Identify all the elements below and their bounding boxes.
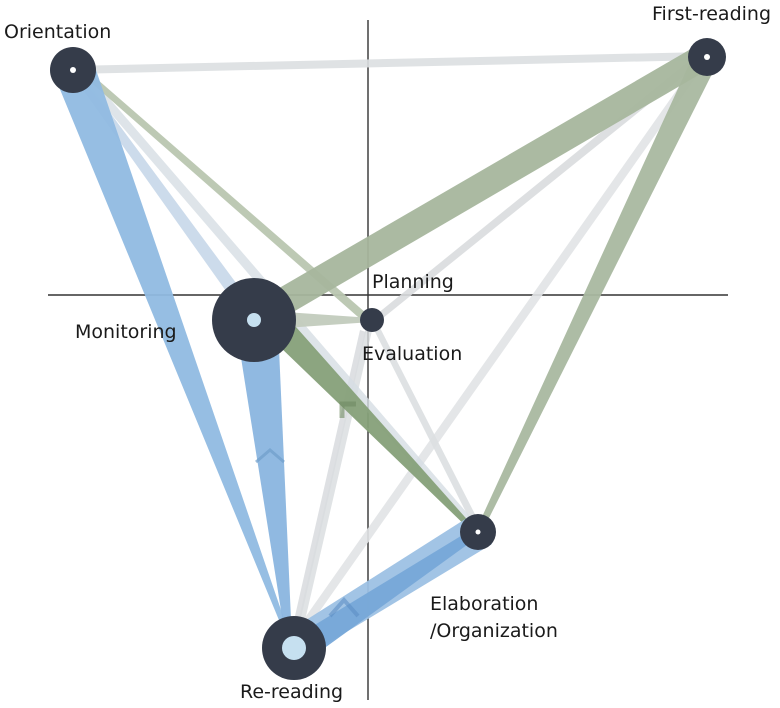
- label-rereading: Re-reading: [240, 681, 343, 703]
- edge-first-reading-monitoring: [262, 46, 714, 322]
- label-orientation: Orientation: [4, 21, 111, 43]
- label-monitoring: Monitoring: [75, 321, 177, 343]
- edge-first-reading-evaluation: [372, 52, 706, 322]
- nodes: [50, 38, 726, 680]
- edge-rereading-elaboration: [290, 528, 482, 660]
- chevron-mark: [255, 448, 285, 464]
- node-elaboration[interactable]: [460, 514, 496, 550]
- label-elaboration-line2: /Organization: [430, 620, 558, 642]
- node-orientation[interactable]: [50, 47, 96, 93]
- node-monitoring[interactable]: [212, 278, 296, 362]
- chevron-mark: [339, 401, 356, 418]
- edge-first-reading-elaboration: [476, 58, 720, 532]
- node-first-reading[interactable]: [688, 38, 726, 76]
- edge-first-reading-rereading: [292, 54, 708, 642]
- labels: Orientation First-reading Planning Monit…: [4, 3, 771, 703]
- edge-evaluation-elaboration-thin: [370, 320, 482, 532]
- edge-orientation-evaluation: [70, 64, 374, 324]
- edge-monitoring-rereading: [236, 326, 292, 642]
- label-planning: Planning: [372, 271, 454, 293]
- edge-orientation-rereading: [52, 70, 292, 642]
- label-evaluation: Evaluation: [362, 343, 462, 365]
- node-evaluation[interactable]: [360, 308, 384, 332]
- edge-orientation-first-reading: [70, 52, 706, 74]
- edge-monitoring-elaboration: [250, 318, 480, 534]
- chevron-mark: [328, 596, 360, 618]
- node-rereading[interactable]: [262, 616, 326, 680]
- label-elaboration-line1: Elaboration: [430, 593, 538, 615]
- label-first-reading: First-reading: [652, 3, 771, 25]
